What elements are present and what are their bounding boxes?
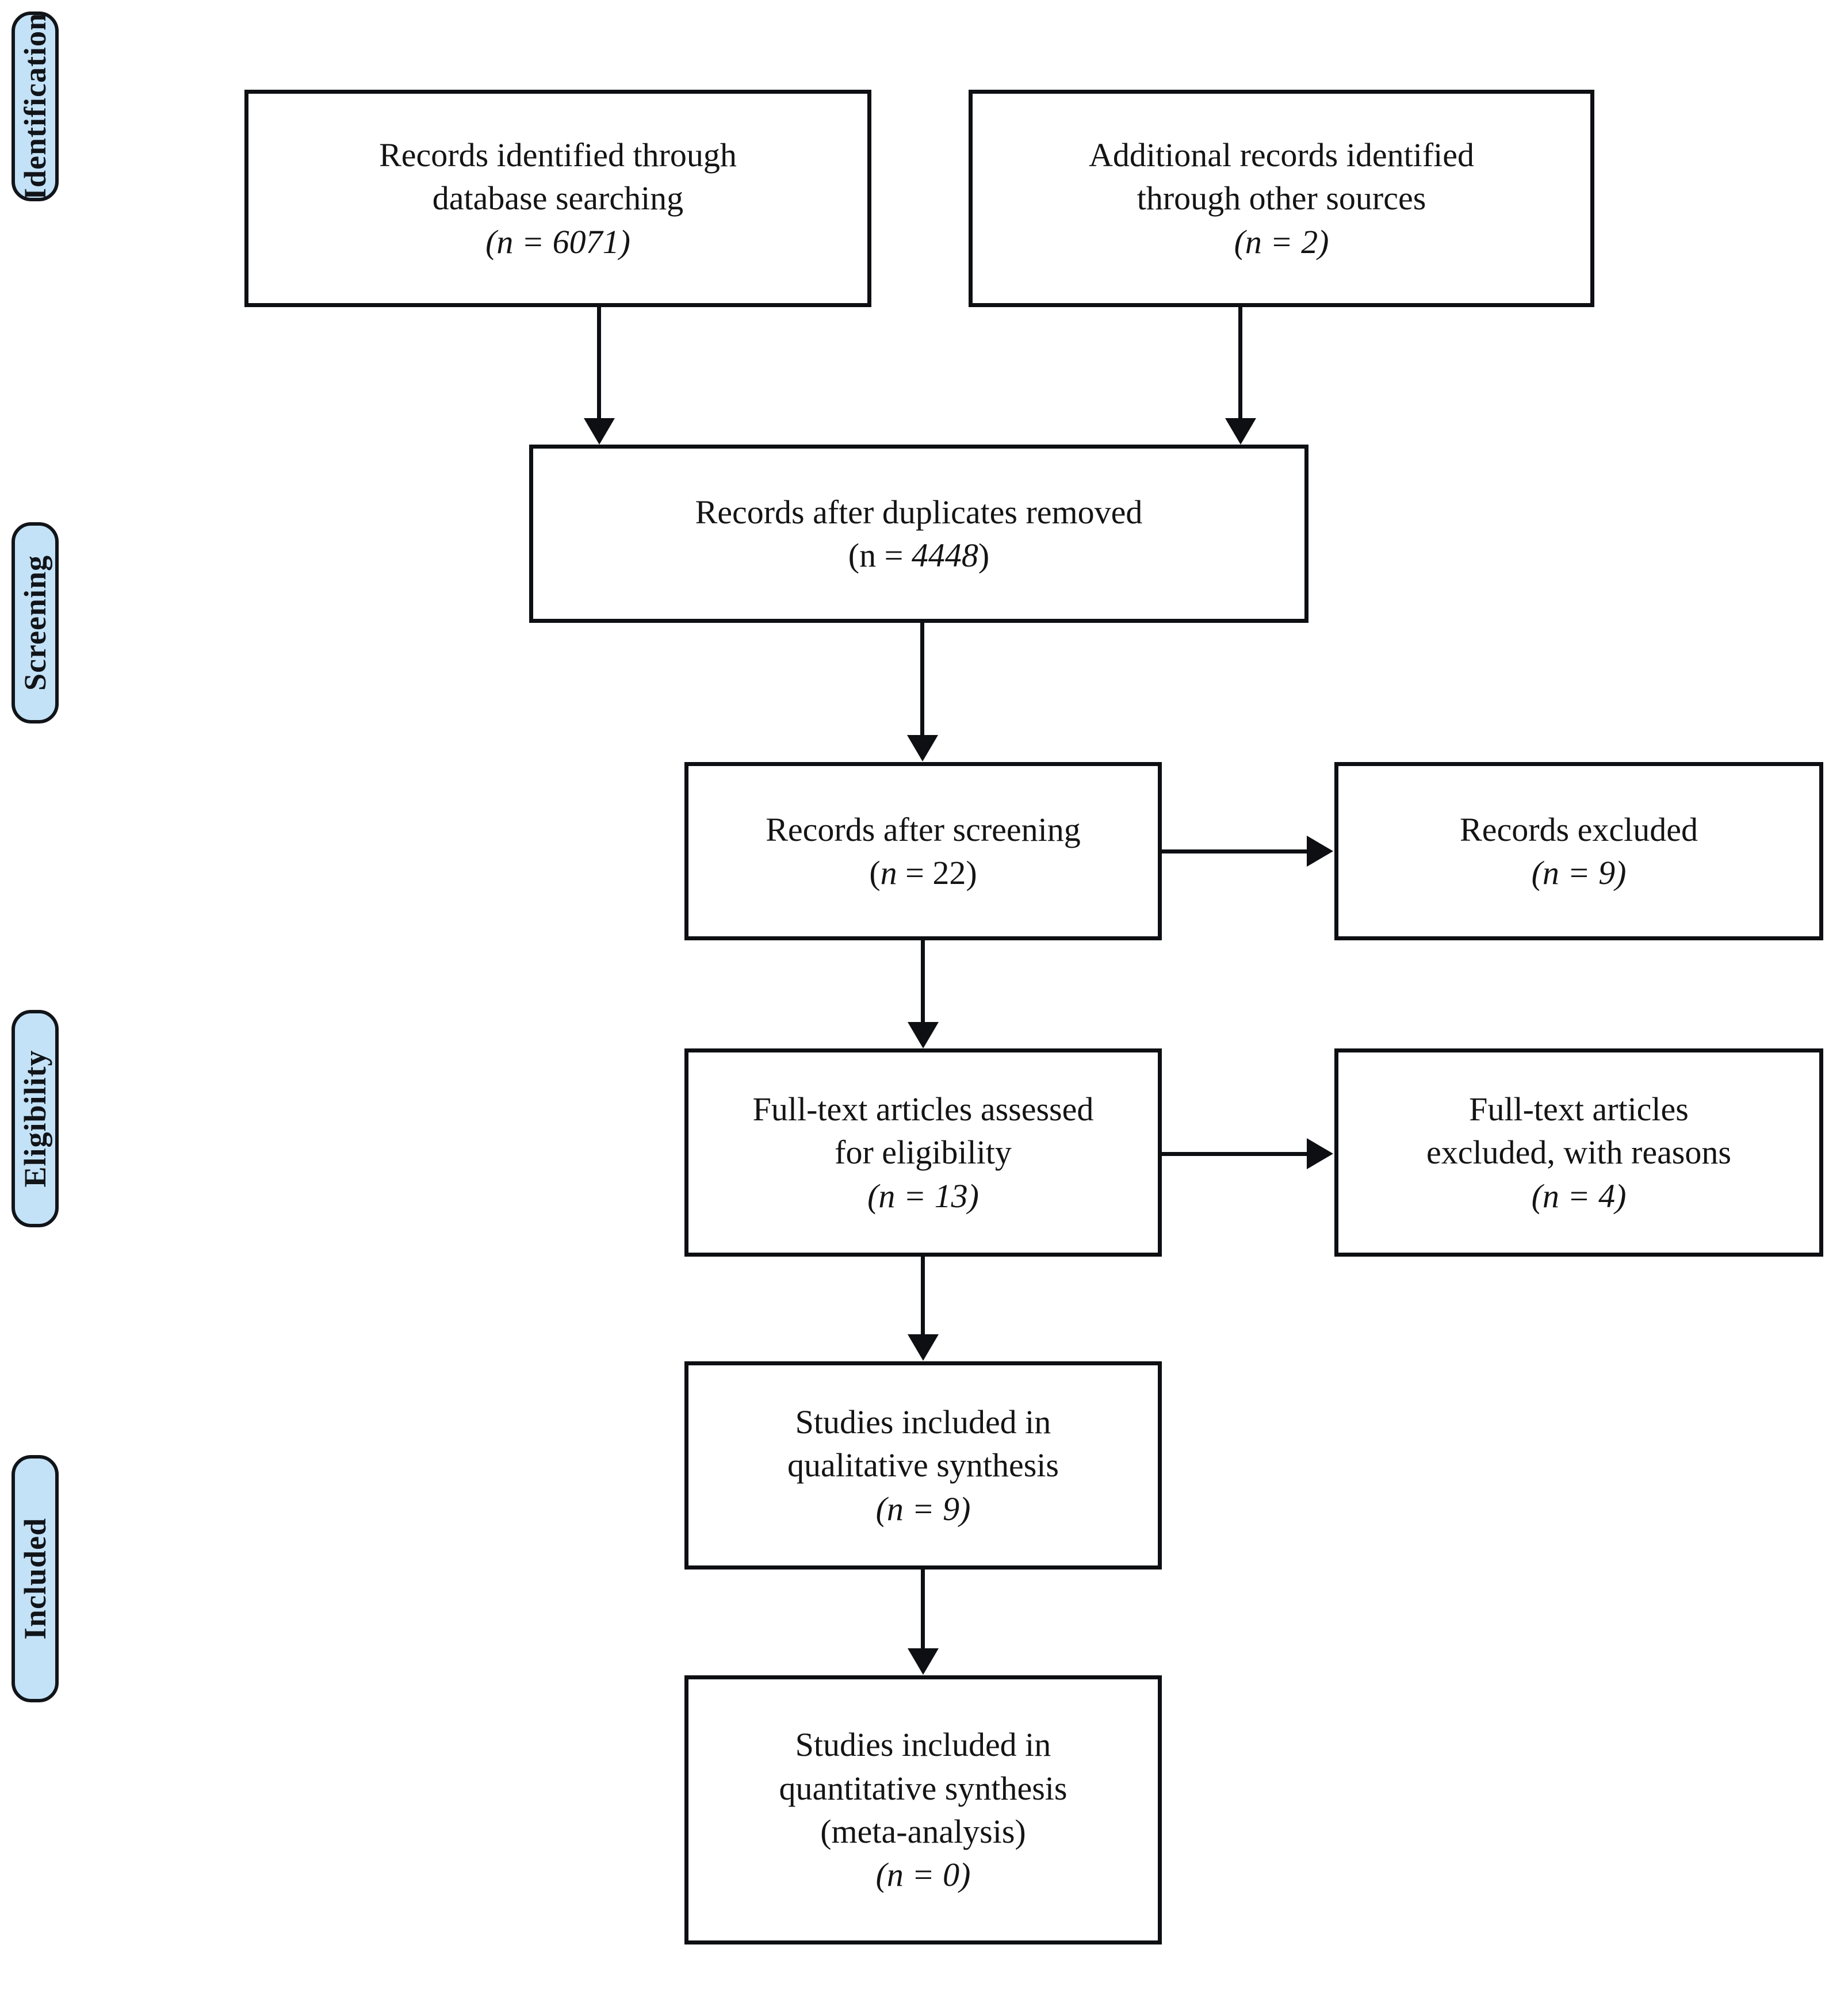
- node-fulltext-excluded-with-reasons-line1: Full-text articles: [1469, 1090, 1689, 1128]
- node-studies-quantitative-synthesis-line3: (meta-analysis): [820, 1813, 1026, 1850]
- connector-screening-to-excluded-arrowhead: [1307, 836, 1333, 867]
- node-fulltext-excluded-with-reasons-line2: excluded, with reasons: [1426, 1134, 1731, 1172]
- node-additional-records-other-sources-line2: through other sources: [1137, 179, 1426, 217]
- connector-fulltext-to-excluded-arrowhead: [1307, 1138, 1333, 1169]
- node-fulltext-assessed-count: (n = 13): [867, 1177, 979, 1215]
- connector-db-to-duplicates-line: [597, 307, 601, 420]
- node-fulltext-assessed: Full-text articles assessed for eligibil…: [684, 1048, 1162, 1257]
- node-records-identified-database: Records identified through database sear…: [244, 90, 871, 307]
- connector-screening-to-excluded-line: [1162, 849, 1308, 853]
- screening-n-value: 22: [932, 854, 966, 891]
- node-fulltext-assessed-line1: Full-text articles assessed: [752, 1090, 1094, 1128]
- node-additional-records-other-sources-count: (n = 2): [1234, 223, 1329, 261]
- node-records-identified-database-count: (n = 6071): [485, 223, 630, 261]
- connector-duplicates-to-screening-arrowhead: [907, 735, 938, 761]
- node-records-after-duplicates-removed-count: (n = 4448): [848, 537, 990, 574]
- node-studies-quantitative-synthesis-line1: Studies included in: [795, 1726, 1051, 1764]
- connector-db-to-duplicates-arrowhead: [584, 418, 615, 445]
- connector-fulltext-to-qualitative-arrowhead: [908, 1334, 939, 1361]
- node-records-excluded-count: (n = 9): [1531, 854, 1627, 891]
- phase-label-identification-text: Identification: [18, 12, 52, 201]
- node-fulltext-excluded-with-reasons-count: (n = 4): [1531, 1177, 1627, 1215]
- node-records-after-duplicates-removed: Records after duplicates removed (n = 44…: [529, 445, 1308, 623]
- screening-n-symbol: n: [880, 854, 897, 891]
- phase-label-identification: Identification: [12, 12, 59, 201]
- node-studies-qualitative-synthesis-line1: Studies included in: [795, 1403, 1051, 1441]
- connector-qualitative-to-quantitative-line: [921, 1570, 925, 1650]
- node-records-after-duplicates-removed-line1: Records after duplicates removed: [695, 493, 1143, 531]
- connector-screening-to-fulltext-arrowhead: [908, 1022, 939, 1048]
- duplicates-n-value: 4448: [911, 537, 978, 574]
- phase-label-eligibility: Eligibility: [12, 1010, 59, 1227]
- node-additional-records-other-sources-line1: Additional records identified: [1088, 136, 1475, 174]
- node-studies-qualitative-synthesis-line2: qualitative synthesis: [787, 1446, 1059, 1484]
- node-records-identified-database-line2: database searching: [432, 179, 684, 217]
- node-fulltext-assessed-line2: for eligibility: [835, 1134, 1012, 1172]
- node-records-excluded: Records excluded (n = 9): [1334, 762, 1823, 940]
- node-studies-qualitative-synthesis: Studies included in qualitative synthesi…: [684, 1361, 1162, 1570]
- connector-fulltext-to-qualitative-line: [921, 1257, 925, 1336]
- connector-duplicates-to-screening-line: [920, 623, 924, 737]
- phase-label-eligibility-text: Eligibility: [18, 1050, 52, 1188]
- phase-label-included-text: Included: [18, 1517, 52, 1640]
- connector-other-to-duplicates-line: [1238, 307, 1242, 420]
- node-records-after-screening-line1: Records after screening: [766, 810, 1081, 848]
- node-additional-records-other-sources: Additional records identified through ot…: [969, 90, 1594, 307]
- phase-label-screening: Screening: [12, 522, 59, 724]
- node-records-after-screening-count: (n = 22): [869, 854, 977, 891]
- node-studies-qualitative-synthesis-count: (n = 9): [875, 1490, 971, 1528]
- connector-fulltext-to-excluded-line: [1162, 1152, 1308, 1156]
- node-records-after-screening: Records after screening (n = 22): [684, 762, 1162, 940]
- node-records-excluded-line1: Records excluded: [1460, 810, 1698, 848]
- phase-label-included: Included: [12, 1455, 59, 1702]
- node-studies-quantitative-synthesis-line2: quantitative synthesis: [779, 1769, 1068, 1807]
- phase-label-screening-text: Screening: [18, 555, 52, 691]
- node-fulltext-excluded-with-reasons: Full-text articles excluded, with reason…: [1334, 1048, 1823, 1257]
- node-studies-quantitative-synthesis: Studies included in quantitative synthes…: [684, 1675, 1162, 1944]
- duplicates-n-symbol: n: [859, 537, 877, 574]
- node-records-identified-database-line1: Records identified through: [379, 136, 737, 174]
- node-studies-quantitative-synthesis-count: (n = 0): [875, 1856, 971, 1894]
- connector-screening-to-fulltext-line: [921, 940, 925, 1024]
- connector-other-to-duplicates-arrowhead: [1225, 418, 1256, 445]
- connector-qualitative-to-quantitative-arrowhead: [908, 1648, 939, 1675]
